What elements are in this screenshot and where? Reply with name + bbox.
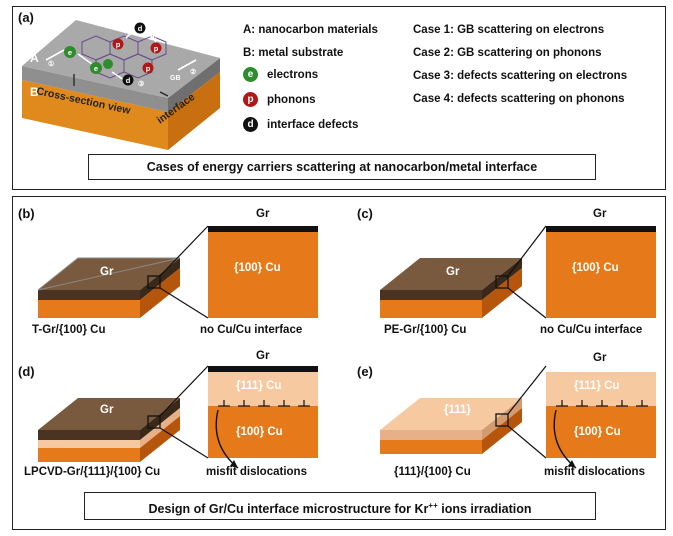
panel-d-cu111: {111} Cu <box>236 380 282 392</box>
layer-a-letter: A <box>30 51 39 65</box>
panel-e-block-label: {111} <box>444 404 471 416</box>
panel-c-label: (c) <box>357 206 373 221</box>
case-4: Case 4: defects scattering on phonons <box>413 93 625 105</box>
bottom-caption-sup: ++ <box>428 501 438 510</box>
panel-a <box>12 6 666 190</box>
panel-b-sample: T-Gr/{100} Cu <box>32 324 106 336</box>
panel-d-cu100: {100} Cu <box>236 426 283 438</box>
legend-phonons: phonons <box>267 94 316 106</box>
panel-e-note: misfit dislocations <box>544 466 645 478</box>
particle-letter: p <box>154 44 159 53</box>
electron-icon: e <box>243 67 258 82</box>
panel-c-block <box>380 258 522 318</box>
panel-e-label: (e) <box>357 364 373 379</box>
panel-e-dislocations <box>556 400 648 407</box>
substrate-front <box>22 80 168 150</box>
gb-label: GB <box>170 75 181 82</box>
case-1: Case 1: GB scattering on electrons <box>413 24 605 36</box>
panel-b-zoom-cu <box>208 232 318 318</box>
phonon-particle <box>142 62 154 74</box>
panel-e-zoom-cu100 <box>546 406 656 458</box>
panel-c-cu-zoom: {100} Cu <box>572 262 619 274</box>
electron-particle <box>103 59 113 69</box>
panel-d-gr-block: Gr <box>100 404 114 416</box>
panel-d-zoom-cu100 <box>208 406 318 458</box>
panel-c-zoom-cu <box>546 232 656 318</box>
defect-icon: d <box>243 117 258 132</box>
panels-b-e-frame <box>12 196 666 530</box>
layer-a-side <box>168 58 220 112</box>
legend-defects: interface defects <box>267 119 359 131</box>
panel-b-zoom-box <box>147 275 161 289</box>
panel-d-dislocations <box>218 400 310 407</box>
bottom-caption-tail: ions irradiation <box>437 502 532 517</box>
particle-letter: e <box>68 48 72 57</box>
panel-e-zoom-box <box>495 413 509 427</box>
legend-b: B: metal substrate <box>243 47 344 59</box>
layer-a-front <box>22 66 168 112</box>
panel-e-sample: {111}/{100} Cu <box>394 466 471 478</box>
case-number: ③ <box>138 80 144 88</box>
panel-b-note: no Cu/Cu interface <box>200 324 303 336</box>
panel-c-gr-block: Gr <box>446 266 460 278</box>
panel-a-label: (a) <box>18 10 34 25</box>
case-3: Case 3: defects scattering on electrons <box>413 70 628 82</box>
case-number: ① <box>48 60 54 68</box>
defect-particle <box>122 74 134 86</box>
panel-c-zoom-graphene <box>546 226 656 232</box>
panel-c-zoom-box <box>495 275 509 289</box>
panel-d-zoom-cu111 <box>208 372 318 406</box>
panel-b-zoom-graphene <box>208 226 318 232</box>
electron-particle <box>90 62 102 74</box>
particle-letter: e <box>94 64 98 73</box>
panel-e-gr-top: Gr <box>593 352 607 364</box>
panel-c-gr-top: Gr <box>593 208 607 220</box>
panel-e-zoom-cu111 <box>546 372 656 406</box>
panel-b-gr-top: Gr <box>256 208 270 220</box>
scattering-arrows <box>45 29 197 81</box>
panel-d-zoom-box <box>147 415 161 429</box>
phonon-particle <box>112 38 124 50</box>
case-2: Case 2: GB scattering on phonons <box>413 47 602 59</box>
case-number: ② <box>190 68 196 76</box>
panel-b-gr-block: Gr <box>100 266 114 278</box>
electron-particle <box>64 46 76 58</box>
phonon-particle <box>150 42 162 54</box>
panel-d-zoom-graphene <box>208 366 318 372</box>
particle-letter: d <box>126 76 131 85</box>
panel-e-cu100: {100} Cu <box>574 426 621 438</box>
panel-e-cu111: {111} Cu <box>574 380 620 392</box>
legend-electrons: electrons <box>267 69 319 81</box>
phonon-icon: p <box>243 92 258 107</box>
panel-c-sample: PE-Gr/{100} Cu <box>384 324 467 336</box>
panel-d-gr-top: Gr <box>256 350 270 362</box>
panel-d-sample: LPCVD-Gr/{111}/{100} Cu <box>24 466 161 478</box>
panel-c-note: no Cu/Cu interface <box>540 324 643 336</box>
substrate-side <box>168 72 220 150</box>
panel-d-note: misfit dislocations <box>206 466 307 478</box>
legend-a: A: nanocarbon materials <box>243 24 378 36</box>
panel-b-label: (b) <box>18 206 35 221</box>
case-number: ④ <box>150 34 156 42</box>
bottom-caption: Design of Gr/Cu interface microstructure… <box>84 492 596 520</box>
particle-letter: p <box>146 64 151 73</box>
panel-a-caption: Cases of energy carriers scattering at n… <box>88 154 596 180</box>
panel-d-label: (d) <box>18 364 35 379</box>
layer-b-letter: B <box>30 85 39 99</box>
particle-letter: p <box>116 40 121 49</box>
defect-particle <box>134 22 146 34</box>
particle-letter: d <box>138 24 143 33</box>
bottom-caption-main: Design of Gr/Cu interface microstructure… <box>148 502 429 517</box>
panel-b-cu-zoom: {100} Cu <box>234 262 281 274</box>
